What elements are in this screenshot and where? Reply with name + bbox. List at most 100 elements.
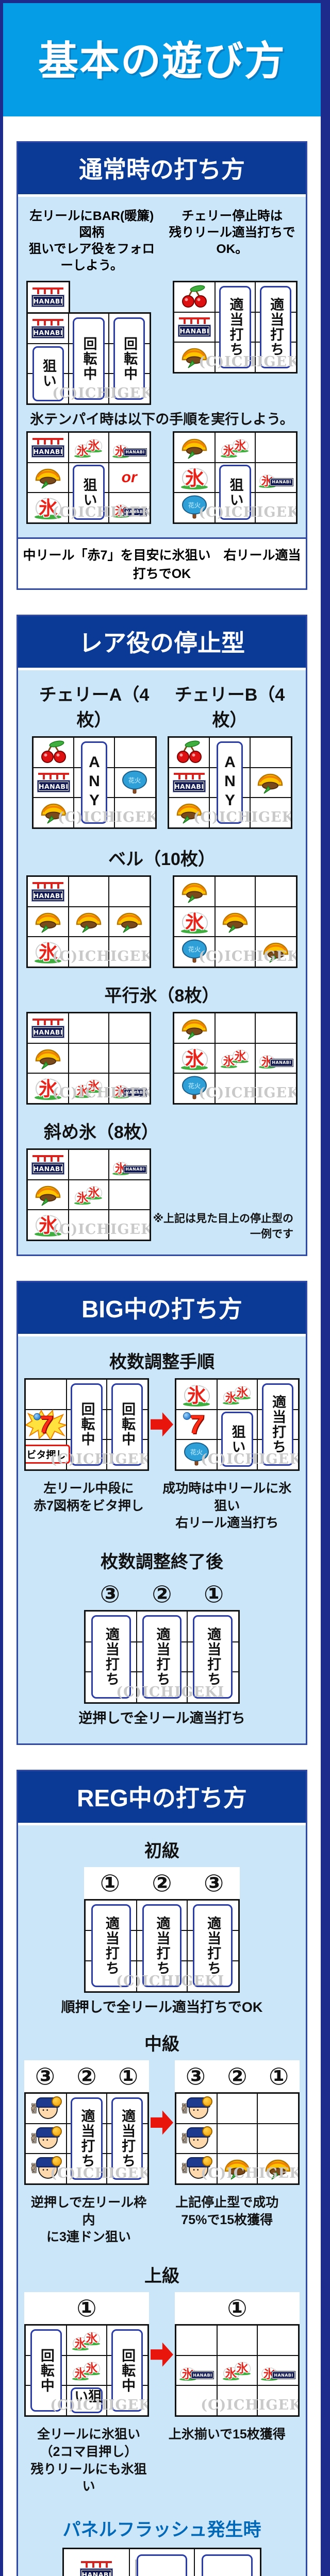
- beginner-label: 初級: [144, 1841, 179, 1861]
- hanabi-banner-symbol: HANABI: [31, 319, 65, 339]
- double-ice-symbol: 氷氷: [72, 1076, 105, 1100]
- aim-label: 狙い: [221, 1412, 253, 1467]
- cherry-symbol: [182, 285, 207, 308]
- any-symbol-label: ANY: [217, 741, 243, 824]
- bell-symbol: [176, 803, 202, 824]
- spinning-label: 回転中: [111, 1383, 143, 1466]
- svg-text:花火: 花火: [188, 945, 201, 953]
- push-order-numbers: ①: [175, 2292, 300, 2325]
- bell-symbol: [76, 912, 102, 933]
- section-normal-play: 通常時の打ち方 左リールにBAR(暖簾)図柄狙いでレア役をフォローしよう。 チェ…: [16, 141, 307, 590]
- double-ice-symbol: 氷氷: [219, 435, 252, 460]
- red-arrow-icon: [151, 2342, 173, 2367]
- reel-grid-bell-right: 氷花火(C)ICHIGEKI: [173, 875, 298, 968]
- hanabi-banner-symbol: HANABI: [178, 317, 211, 337]
- spinning-label: 回転中: [73, 317, 105, 400]
- bell-symbol: [182, 883, 207, 903]
- bell-symbol: [36, 912, 61, 933]
- spinning-label: 回転中: [113, 317, 145, 400]
- reel-window: HANABI狙い回転中適当打ち(C)ICHIGEKI: [62, 2548, 261, 2576]
- beginner-caption: 順押しで全リール適当打ちでOK: [61, 1999, 263, 2015]
- mini-hanabi-symbol: HANABI: [123, 1165, 147, 1174]
- spinning-label: 回転中: [30, 2329, 62, 2412]
- any-press-label: 適当打ち: [142, 1615, 182, 1699]
- any-press-label: 適当打ち: [91, 1904, 131, 1988]
- svg-text:花火: 花火: [190, 1448, 203, 1456]
- reel-grid-panelflash: HANABI狙い回転中適当打ち(C)ICHIGEKI: [62, 2548, 261, 2576]
- ice-symbol: 氷: [181, 466, 208, 489]
- hanabi-banner-symbol: HANABI: [31, 882, 65, 902]
- ice-symbol: 氷: [85, 1185, 103, 1200]
- reel-window: 氷花火(C)ICHIGEKI: [173, 875, 298, 968]
- hanabi-banner-symbol: HANABI: [31, 1018, 65, 1038]
- ice-symbol: 氷: [74, 443, 91, 458]
- normal-footer-note: 中リール「赤7」を目安に氷狙い 右リール適当打ちでOK: [18, 537, 306, 588]
- diagonal-ice-label: 斜め氷（8枚）: [44, 1122, 159, 1142]
- spinning-label: 回転中: [71, 1383, 103, 1466]
- bell-symbol: [263, 942, 288, 963]
- bell-symbol: [36, 1185, 61, 1206]
- replay-fan-symbol: 花火: [182, 939, 207, 963]
- aim-label: 狙い: [73, 465, 105, 520]
- ice-symbol: 氷: [35, 1213, 62, 1236]
- panel-flash-heading: パネルフラッシュ発生時: [62, 2520, 261, 2540]
- hanabi-banner-symbol: HANABI: [31, 1155, 65, 1175]
- don-character-symbol: ✌••: [29, 2096, 62, 2121]
- svg-text:花火: 花火: [128, 776, 141, 784]
- hanabi-banner-symbol: HANABI: [37, 772, 70, 792]
- cherry-symbol: [176, 740, 202, 763]
- don-character-symbol: ✌••: [179, 2126, 213, 2151]
- mini-hanabi-symbol: HANABI: [123, 1088, 147, 1097]
- ice-symbol: 氷: [222, 2366, 240, 2381]
- reel-window: 適当打ち適当打ち適当打ち(C)ICHIGEKI: [84, 1610, 240, 1704]
- ice-symbol: 氷: [35, 940, 62, 963]
- any-symbol-label: ANY: [81, 741, 107, 824]
- any-press-label: 適当打ち: [142, 1904, 182, 1988]
- red-arrow-icon: [151, 2110, 173, 2135]
- ice-symbol: 氷: [234, 2361, 251, 2376]
- don-character-symbol: ✌••: [29, 2156, 62, 2181]
- normal-intro-right: チェリー停止時は残りリール適当打ちでOK。: [169, 209, 295, 256]
- bell-symbol: [182, 348, 207, 368]
- bell-label: ベル（10枚）: [108, 849, 216, 869]
- mini-hanabi-symbol: HANABI: [270, 478, 293, 486]
- reel-window: ✌••✌••✌••適当打ち適当打ち(C)ICHIGEKI: [24, 2092, 149, 2185]
- adv-caption-left: 全リールに氷狙い（2コマ目押し）残りリールにも氷狙い: [30, 2427, 147, 2494]
- any-press-label: 適当打ち: [202, 2554, 253, 2576]
- cherryB-label: チェリーB（4枚）: [174, 685, 285, 730]
- ice-symbol: 氷: [83, 2361, 101, 2376]
- section-big-title: BIG中の打ち方: [18, 1282, 306, 1336]
- page-title: 基本の遊び方: [38, 38, 286, 83]
- advanced-label: 上級: [144, 2266, 179, 2286]
- big-after-caption: 逆押しで全リール適当打ち: [78, 1710, 245, 1726]
- ice-symbol: 氷: [112, 503, 129, 518]
- don-character-symbol: ✌••: [179, 2156, 213, 2181]
- bell-symbol: [224, 2159, 250, 2180]
- mini-hanabi-symbol: HANABI: [123, 448, 147, 456]
- any-press-label: 適当打ち: [261, 1383, 294, 1466]
- section-normal-title: 通常時の打ち方: [18, 143, 306, 197]
